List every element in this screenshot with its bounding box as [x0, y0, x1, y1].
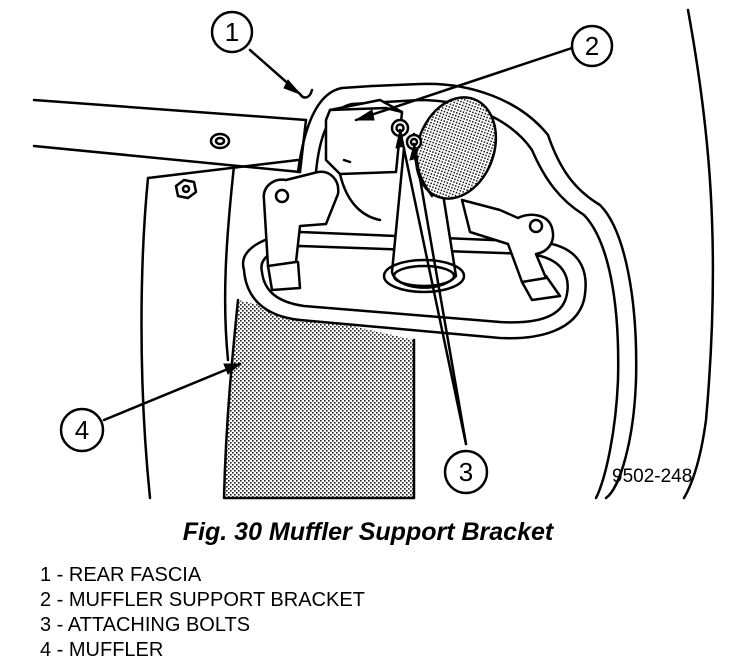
right-hanger [460, 198, 555, 284]
figure-caption: Fig. 30 Muffler Support Bracket [182, 518, 554, 546]
figure-code: 9502-248 [612, 466, 693, 487]
panel-nut [174, 178, 198, 200]
lower-panel [146, 158, 300, 180]
legend-item-muffler: 4 - MUFFLER [40, 639, 164, 661]
legend-item-attaching-bolts: 3 - ATTACHING BOLTS [40, 614, 251, 636]
callout-1-circle [210, 10, 254, 54]
rear-fascia-rim [296, 82, 638, 500]
body-rail [32, 98, 308, 122]
tailpipe-tip [414, 96, 498, 200]
callout-4-circle [59, 407, 105, 453]
callout-1-leader [248, 48, 314, 99]
muffler-body [222, 298, 416, 500]
legend-list: 1 - REAR FASCIA 2 - MUFFLER SUPPORT BRAC… [40, 563, 365, 663]
legend-item-rear-fascia: 1 - REAR FASCIA [40, 564, 202, 586]
rear-fascia-inner-rim [314, 98, 620, 500]
support-bracket-body [324, 98, 404, 176]
callout-3-leader-b [412, 142, 468, 446]
callout-3-number: 3 [459, 457, 473, 487]
callout-4-leader [102, 362, 242, 422]
callout-3-circle [443, 449, 489, 495]
callout-2-circle [570, 24, 614, 68]
callout-4-number: 4 [75, 415, 89, 445]
callout-1-number: 1 [225, 17, 239, 47]
left-hanger [262, 170, 340, 268]
callout-2-leader [354, 46, 574, 122]
callout-2-number: 2 [585, 31, 599, 61]
callout-3-leader-a [398, 128, 468, 446]
legend-item-muffler-support-bracket: 2 - MUFFLER SUPPORT BRACKET [40, 589, 365, 611]
rear-fascia-outer-edge [682, 8, 715, 500]
rail-hole [209, 132, 231, 150]
